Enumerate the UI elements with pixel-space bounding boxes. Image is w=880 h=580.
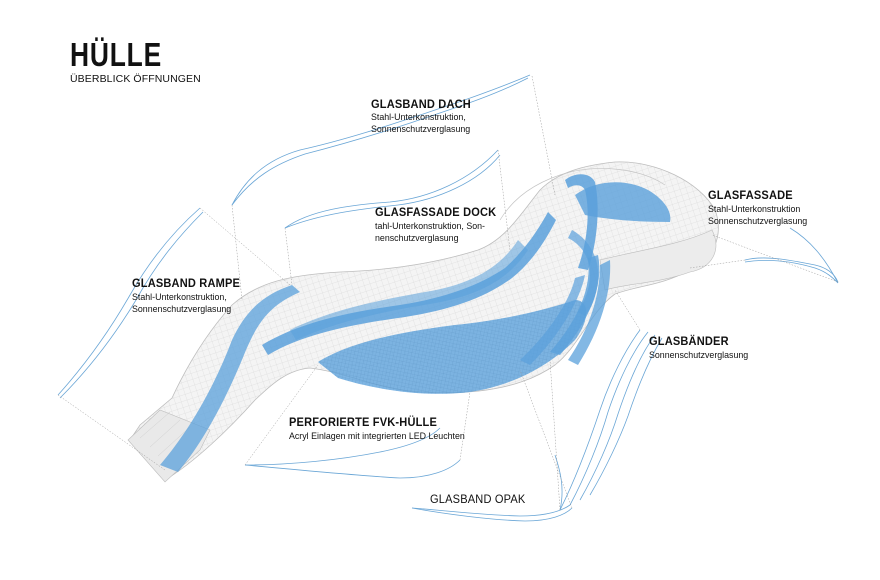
label-glasband-rampe-line-1: Stahl-Unterkonstruktion, bbox=[132, 292, 227, 303]
label-glasfassade-title: GLASFASSADE bbox=[708, 188, 793, 202]
leader-lines bbox=[57, 75, 839, 511]
exploded-outlines bbox=[57, 74, 839, 522]
label-perforierte-fvk-line-1: Acryl Einlagen mit integrierten LED Leuc… bbox=[289, 431, 465, 442]
label-glasband-rampe-line-2: Sonnenschutzverglasung bbox=[132, 304, 232, 315]
label-glasfassade-dock-line-2: nenschutzverglasung bbox=[375, 233, 459, 244]
label-glasband-dach-line-1: Stahl-Unterkonstruktion, bbox=[371, 112, 466, 123]
label-glasband-rampe-title: GLASBAND RAMPE bbox=[132, 276, 241, 290]
label-perforierte-fvk-title: PERFORIERTE FVK-HÜLLE bbox=[289, 415, 438, 429]
label-glasband-dach-line-2: Sonnenschutzverglasung bbox=[371, 124, 471, 135]
glass-bands bbox=[160, 174, 671, 472]
label-glasfassade-line-2: Sonnenschutzverglasung bbox=[708, 216, 808, 227]
label-glasbaender-line-1: Sonnenschutzverglasung bbox=[649, 350, 749, 361]
label-glasband-opak-title: GLASBAND OPAK bbox=[430, 492, 526, 506]
label-glasfassade-dock-title: GLASFASSADE DOCK bbox=[375, 205, 497, 219]
page-subtitle: ÜBERBLICK ÖFFNUNGEN bbox=[70, 73, 201, 85]
page-title: HÜLLE bbox=[70, 36, 162, 73]
label-glasfassade-dock-line-1: tahl-Unterkonstruktion, Son- bbox=[375, 221, 486, 232]
label-glasfassade-line-1: Stahl-Unterkonstruktion bbox=[708, 204, 801, 215]
label-glasbaender-title: GLASBÄNDER bbox=[649, 334, 729, 348]
label-glasband-dach-title: GLASBAND DACH bbox=[371, 97, 471, 111]
